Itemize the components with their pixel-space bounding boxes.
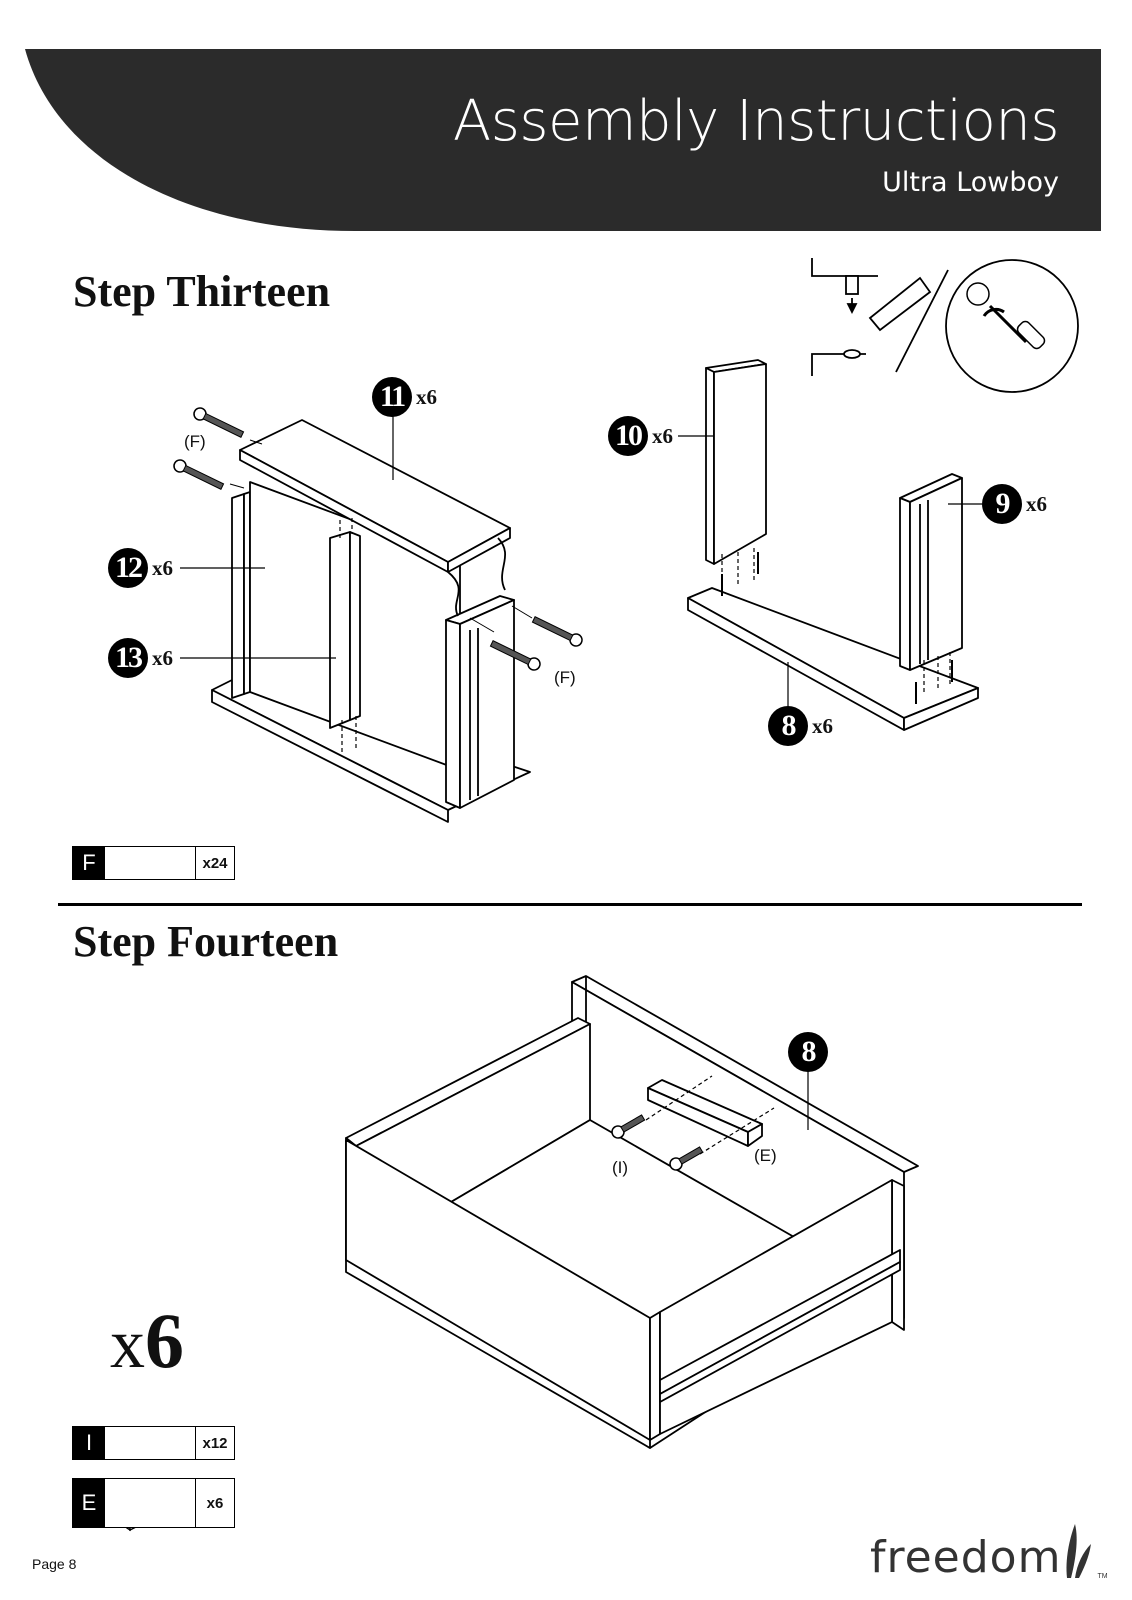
screw-label-f: (F)	[184, 432, 206, 451]
panel-9	[899, 473, 963, 671]
part-quantity: x6	[152, 555, 173, 580]
callout-part-9: 9 x6	[982, 484, 1047, 524]
header-shape	[25, 49, 1101, 231]
hardware-count: x24	[202, 854, 228, 872]
logo-text: freedom	[870, 1532, 1062, 1583]
hardware-count: x12	[202, 1434, 228, 1452]
hardware-f-box: F x24	[72, 846, 235, 880]
callout-part-12: 12 x6	[108, 548, 173, 588]
leaf-icon	[1066, 1524, 1092, 1578]
part-number-badge: 11	[372, 377, 412, 417]
part-number-badge: 8	[768, 706, 808, 746]
hardware-code: E	[73, 1479, 105, 1527]
part-quantity: x6	[652, 423, 673, 448]
part-number-badge: 13	[108, 638, 148, 678]
base-panel-right	[687, 587, 979, 731]
callout-part-10: 10 x6	[608, 416, 673, 456]
hardware-e-box: E x6	[72, 1478, 235, 1528]
callout-part-13: 13 x6	[108, 638, 173, 678]
bracket-label-e: (E)	[754, 1146, 777, 1165]
part-number-badge: 10	[608, 416, 648, 456]
callout-part-8-drawer: 8	[788, 1032, 828, 1072]
side-panel-right	[445, 595, 515, 809]
centre-divider	[329, 531, 361, 729]
hardware-code: F	[73, 847, 105, 879]
hardware-i-box: I x12	[72, 1426, 235, 1460]
screw-icon	[173, 407, 704, 1171]
header-banner: Assembly Instructions Ultra Lowboy	[25, 49, 1101, 231]
drawer-quantity-number: 6	[145, 1297, 184, 1384]
part-quantity: x6	[812, 713, 833, 738]
hardware-code: I	[73, 1427, 105, 1459]
step-thirteen-title: Step Thirteen	[73, 267, 331, 316]
side-panel-left	[231, 491, 251, 699]
page-number: Page 8	[32, 1556, 77, 1572]
screwdriver-icon	[945, 259, 1079, 393]
document-title: Assembly Instructions	[452, 89, 1060, 154]
trademark: TM	[1097, 1573, 1108, 1580]
part-number-badge: 12	[108, 548, 148, 588]
part-quantity: x6	[416, 384, 437, 409]
step-fourteen-title: Step Fourteen	[73, 917, 339, 966]
panel-10	[705, 359, 767, 565]
screw-icon	[105, 847, 196, 879]
product-name: Ultra Lowboy	[882, 167, 1059, 198]
part-number-badge: 9	[982, 484, 1022, 524]
callout-part-11: 11 x6	[372, 377, 437, 417]
part-quantity: x6	[1026, 491, 1047, 516]
step-divider	[58, 903, 1082, 906]
hardware-count: x6	[206, 1494, 224, 1512]
bracket-icon	[105, 1479, 196, 1527]
glue-tube-icon	[811, 258, 949, 376]
part-number-badge: 8	[788, 1032, 828, 1072]
callout-part-8: 8 x6	[768, 706, 833, 746]
drawer-box	[345, 975, 919, 1449]
screw-icon	[105, 1427, 196, 1459]
drawer-quantity-prefix: x	[110, 1306, 145, 1383]
brand-logo: freedom TM	[870, 1520, 1108, 1580]
screw-label-f: (F)	[554, 668, 576, 687]
screw-label-i: (I)	[612, 1158, 629, 1177]
drawer-quantity: x6	[110, 1296, 184, 1386]
part-quantity: x6	[152, 645, 173, 670]
